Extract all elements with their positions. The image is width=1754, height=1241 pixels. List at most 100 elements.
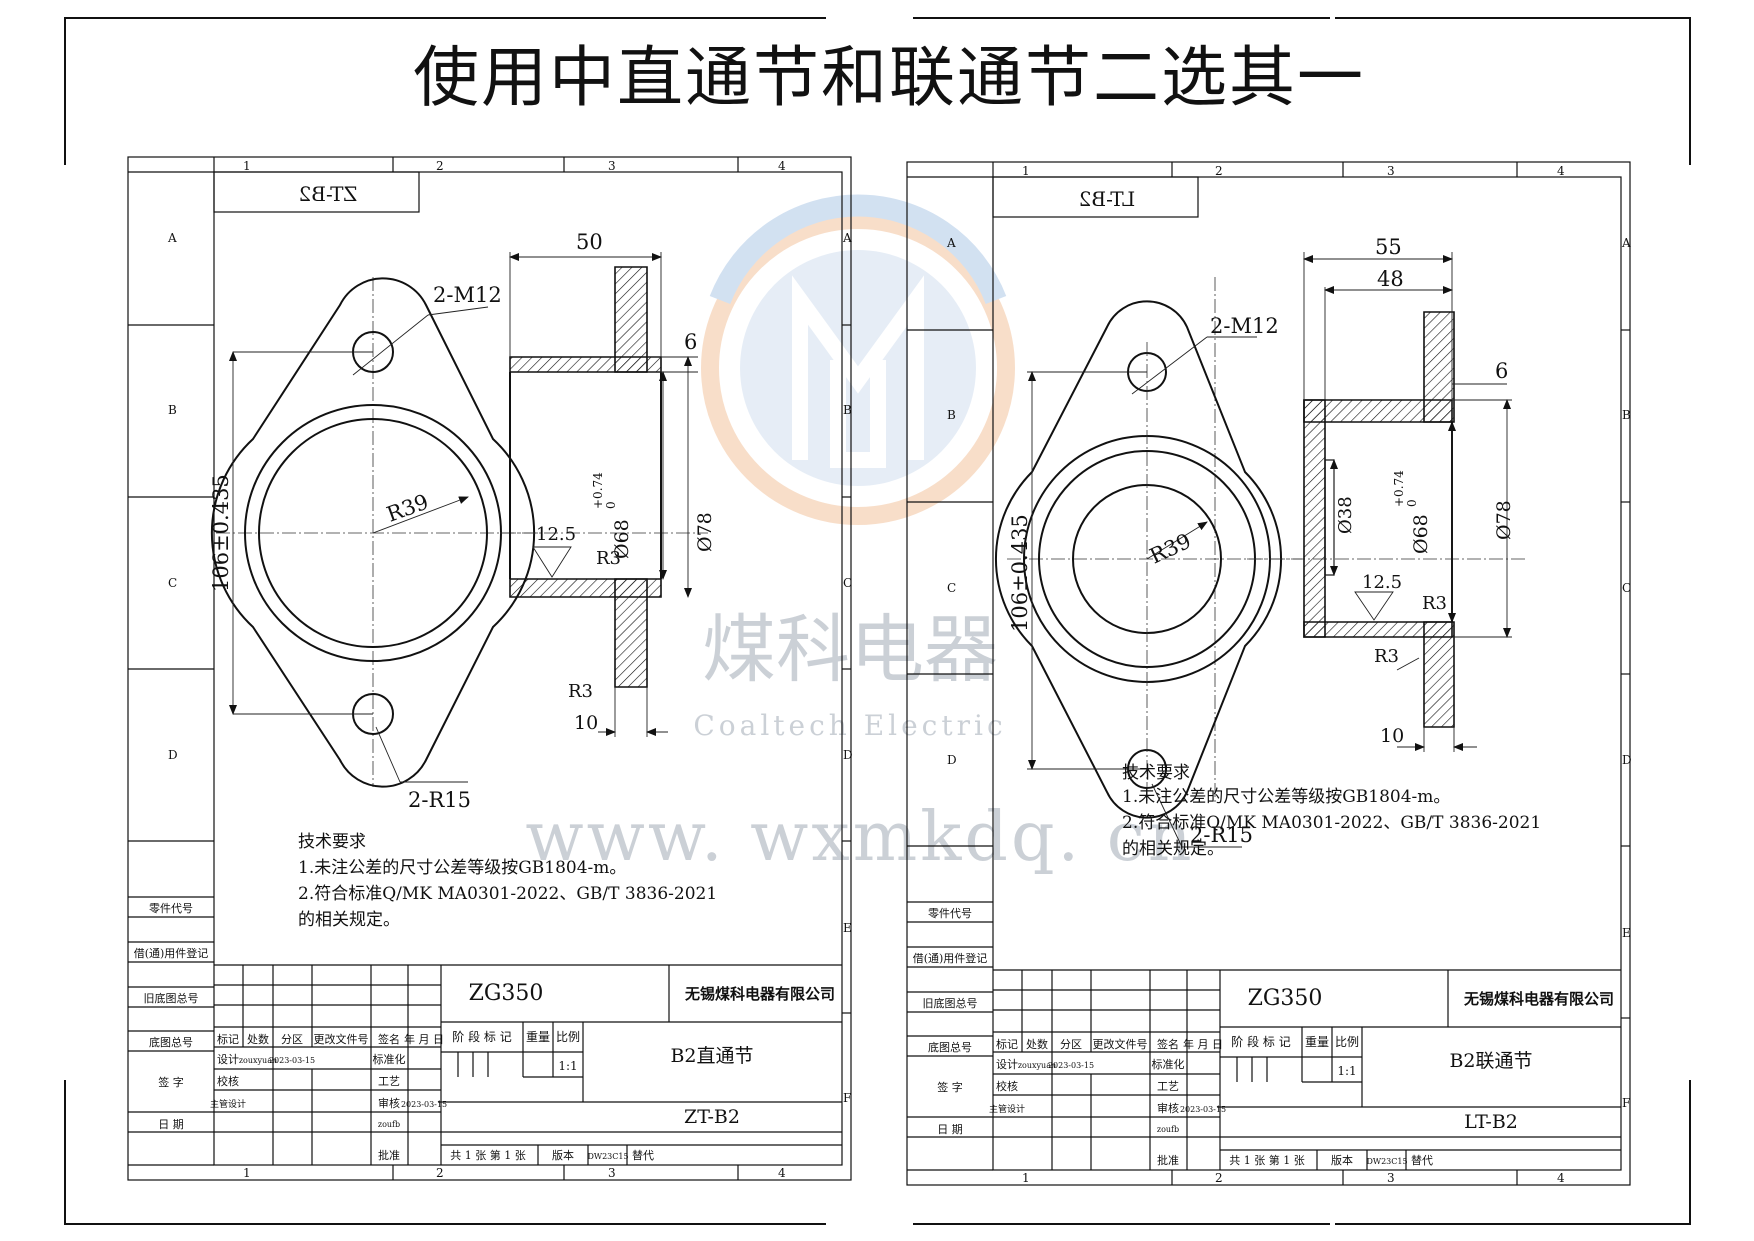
tb-hdr: 标记 — [217, 1032, 239, 1046]
notes-heading: 技术要求 — [298, 832, 366, 852]
col-label: 4 — [778, 159, 786, 173]
tb-cell: 主管设计 — [989, 1103, 1025, 1115]
tb-cell: 标准化 — [1152, 1057, 1185, 1071]
row-labels: A B C D A B C D E F — [946, 236, 1632, 1110]
col-label: 3 — [608, 159, 616, 173]
row-label: E — [843, 921, 852, 935]
side-label: 旧底图总号 — [923, 996, 978, 1010]
side-label: 日 期 — [158, 1118, 184, 1131]
tb-weight: 重量 — [526, 1030, 550, 1044]
dim-bore-tol-lower: 0 — [604, 501, 618, 509]
dim-flange: 6 — [1495, 359, 1508, 383]
dim-length: 55 — [1375, 235, 1402, 259]
dim-fillet: R3 — [1374, 646, 1399, 667]
row-labels: A B C D A B C D E F — [167, 231, 853, 1105]
dim-bore-tol-lower: 0 — [1405, 499, 1419, 507]
tb-cell: 设计 — [996, 1058, 1018, 1071]
dim-pcd: 106±0.435 — [1008, 514, 1032, 632]
dim-lug: 2-R15 — [408, 788, 471, 812]
tb-cell: 2023-03-15 — [401, 1100, 447, 1109]
row-label: C — [947, 581, 956, 595]
technical-notes: 技术要求 1.未注公差的尺寸公差等级按GB1804-m。 2.符合标准Q/MK … — [1122, 763, 1541, 859]
dim-bore: Ø68 — [611, 519, 633, 559]
row-label: C — [168, 576, 177, 590]
tb-hdr: 年 月 日 — [404, 1032, 444, 1046]
side-register: 零件代号 借(通)用件登记 旧底图总号 底图总号 签 字 日 期 — [128, 896, 214, 1133]
row-label: D — [843, 748, 853, 762]
side-label: 零件代号 — [928, 907, 972, 920]
dim-pcd: 106±0.435 — [209, 474, 233, 592]
col-label: 3 — [608, 1166, 616, 1180]
dim-bore-tol-upper: +0.74 — [591, 472, 605, 509]
row-label: A — [167, 231, 177, 245]
tb-hdr: 更改文件号 — [1093, 1037, 1148, 1051]
front-view: 106±0.435 R39 2-M12 2-R15 — [995, 277, 1302, 848]
tb-cell: zoufb — [1157, 1125, 1179, 1134]
row-label: A — [842, 231, 852, 245]
outer-corner-marks — [64, 17, 1691, 1225]
section-view: 55 48 6 Ø38 Ø68 +0.74 0 Ø78 12.5 R3 R3 — [1247, 235, 1527, 752]
tb-code: LT-B2 — [1464, 1111, 1518, 1133]
technical-notes: 技术要求 1.未注公差的尺寸公差等级按GB1804-m。 2.符合标准Q/MK … — [298, 832, 717, 930]
tb-cell: 工艺 — [378, 1075, 400, 1088]
tb-company: 无锡煤科电器有限公司 — [684, 985, 835, 1003]
section-view: 50 6 Ø68 +0.74 0 Ø78 12.5 R3 R3 10 — [500, 230, 716, 737]
tb-scale-label: 比例 — [1335, 1035, 1359, 1049]
watermark-logo-m — [792, 275, 924, 468]
dim-thick: 10 — [1380, 725, 1404, 747]
tb-cell: zoufb — [378, 1120, 400, 1129]
tb-material: ZG350 — [1248, 986, 1323, 1011]
title-block: ZG350 无锡煤科电器有限公司 阶 段 标 记 重量 比例 1:1 B2直通节… — [210, 964, 842, 1165]
page-title: 使用中直通节和联通节二选其一 — [413, 39, 1365, 116]
dim-bore-tol-upper: +0.74 — [1392, 470, 1406, 507]
row-label: C — [843, 576, 852, 590]
tb-cell: DW23C15 — [1366, 1157, 1407, 1166]
drawing-frame — [992, 176, 1622, 1171]
watermark-en: Coaltech Electric — [693, 709, 1006, 742]
tb-company: 无锡煤科电器有限公司 — [1463, 990, 1614, 1008]
drawing-code-mirrored: LT-B2 — [1079, 187, 1136, 211]
dim-flange: 6 — [684, 330, 697, 354]
side-label: 底图总号 — [149, 1035, 193, 1049]
row-label: E — [1622, 926, 1631, 940]
col-labels: 1 2 3 4 1 2 3 4 — [243, 159, 786, 1180]
col-label: 3 — [1387, 164, 1395, 178]
tb-hdr: 标记 — [996, 1037, 1018, 1051]
tb-cell: 2023-03-15 — [269, 1056, 315, 1065]
tb-scale: 1:1 — [1337, 1064, 1356, 1078]
inner-wall — [1303, 399, 1326, 638]
tb-cell: 2023-03-15 — [1048, 1061, 1094, 1070]
drawing-code-mirrored: ZT-B2 — [299, 182, 358, 206]
row-label: B — [168, 403, 177, 417]
col-label: 2 — [436, 1166, 444, 1180]
col-label: 1 — [1022, 1171, 1030, 1185]
dim-lug: 2-R15 — [1190, 823, 1253, 847]
tb-cell: zouxyuan — [1018, 1061, 1056, 1070]
tb-cell: 替代 — [1411, 1153, 1433, 1167]
sheet-left: 1 2 3 4 1 2 3 4 A B C D A B C D E F — [127, 156, 853, 1181]
tb-hdr: 更改文件号 — [314, 1032, 369, 1046]
notes-line: 的相关规定。 — [1122, 839, 1224, 859]
tb-cell: 替代 — [632, 1148, 654, 1162]
row-label: B — [843, 403, 852, 417]
row-label: A — [1621, 236, 1631, 250]
dim-fillet: R3 — [1422, 593, 1447, 614]
tb-cell: 标准化 — [373, 1052, 406, 1066]
tb-stage-mark: 阶 段 标 记 — [1231, 1034, 1290, 1049]
tb-hdr: 签名 — [1157, 1037, 1179, 1051]
title-block: ZG350 无锡煤科电器有限公司 阶 段 标 记 重量 比例 1:1 B2联通节… — [989, 969, 1621, 1170]
dim-inner: Ø38 — [1335, 496, 1356, 534]
row-label: D — [168, 748, 178, 762]
notes-line: 2.符合标准Q/MK MA0301-2022、GB/T 3836-2021 — [298, 884, 717, 904]
watermark-logo-arc — [709, 194, 1007, 304]
tb-scale-label: 比例 — [556, 1030, 580, 1044]
notes-line: 1.未注公差的尺寸公差等级按GB1804-m。 — [298, 858, 626, 878]
tb-cell: 校核 — [996, 1079, 1018, 1093]
tb-part-name: B2联通节 — [1449, 1050, 1532, 1072]
dim-thick: 10 — [574, 712, 598, 734]
dim-bolt: 2-M12 — [433, 283, 502, 307]
dim-bore: Ø68 — [1410, 514, 1432, 554]
tb-cell: 2023-03-15 — [1180, 1105, 1226, 1114]
dim-outer: Ø78 — [1493, 500, 1515, 540]
